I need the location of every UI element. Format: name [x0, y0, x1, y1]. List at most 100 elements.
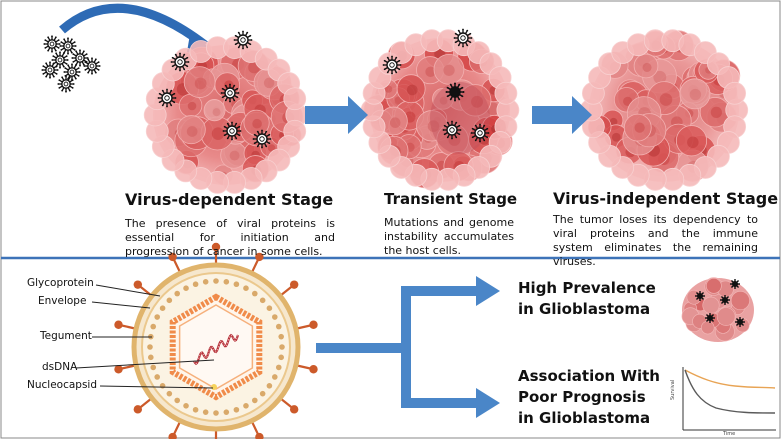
tumor-cell-nucleus	[427, 120, 440, 133]
gbm-virus-icon	[697, 293, 703, 299]
survival-curve-control	[684, 369, 776, 389]
label-tegument: Tegument	[40, 330, 92, 342]
outcome-poor-prognosis-line2: Poor Prognosis	[518, 388, 646, 406]
tegument-dot	[159, 382, 166, 389]
tegument-dot	[202, 279, 209, 285]
stage-desc-transient: Mutations and genome instability accumul…	[384, 216, 514, 257]
stage-title-virus-dependent: Virus-dependent Stage	[125, 190, 334, 209]
outcome-poor-prognosis-line3: in Glioblastoma	[518, 409, 651, 427]
label-nucleocapsid: Nucleocapsid	[27, 379, 98, 391]
tegument-dot	[192, 406, 199, 413]
tumor-cell-nucleus	[642, 62, 652, 72]
tumor-cell-nucleus	[252, 118, 262, 129]
tumor-cell-nucleus	[425, 66, 436, 78]
tegument-dot	[213, 278, 219, 284]
tumor-cell-nucleus	[443, 64, 455, 76]
gbm-cell	[702, 296, 720, 314]
tegument-dot	[278, 333, 284, 340]
tegument-dot	[233, 406, 240, 413]
tumor-cell-nucleus	[211, 127, 225, 140]
tegument-dot	[272, 374, 278, 380]
virus-particle-icon	[59, 37, 77, 55]
tegument-dot	[154, 314, 160, 320]
tegument-dot	[278, 354, 284, 361]
tumor-cell-nucleus	[689, 88, 702, 101]
outcome-poor-prognosis-line1: Association With	[518, 367, 660, 385]
stage-arrow-2	[532, 96, 592, 134]
gbm-virus-icon	[722, 297, 728, 303]
virus-particle-icon	[233, 30, 253, 50]
gbm-cell	[716, 307, 736, 326]
tegument-dot	[259, 297, 266, 304]
virus-particle-icon	[382, 55, 402, 75]
virus-particle-icon	[222, 121, 242, 141]
tumor-rim-cell	[283, 87, 307, 111]
tumor-cell-nucleus	[687, 136, 699, 149]
outcome-poor-prognosis: Association With Poor Prognosis in Gliob…	[518, 366, 660, 429]
tegument-dot	[150, 323, 157, 330]
glycoprotein-knob	[255, 432, 264, 439]
outcome-high-prevalence: High Prevalence in Glioblastoma	[518, 278, 656, 320]
dsdna-strand-highlight	[193, 334, 239, 365]
outcome-high-prevalence-line1: High Prevalence	[518, 279, 656, 297]
glioblastoma-tumor-icon	[681, 277, 754, 342]
tumor-cell-nucleus	[389, 117, 401, 129]
virus-particle-icon	[442, 120, 462, 140]
tegument-dot	[174, 290, 181, 297]
tegument-dot	[223, 409, 230, 415]
tegument-dot	[202, 409, 209, 415]
survival-xlabel: Time	[723, 431, 736, 437]
survival-chart	[682, 367, 776, 431]
glycoprotein-knob	[211, 242, 221, 252]
tumor-cell-nucleus	[439, 96, 448, 105]
tumor-rim-cell	[723, 81, 747, 105]
tumor-cell-nucleus	[229, 150, 240, 161]
tegument-dot	[166, 297, 173, 304]
virus-particle-icon	[453, 28, 473, 48]
glycoprotein-knob	[289, 280, 299, 289]
free-virus-cluster	[41, 35, 101, 93]
virus-particle-icon	[445, 82, 465, 102]
glycoprotein-knob	[168, 252, 177, 262]
tegument-dot	[251, 397, 258, 404]
tegument-dot	[148, 354, 154, 361]
tegument-dot	[150, 364, 157, 371]
virus-particle-icon	[170, 52, 190, 72]
gbm-cell	[701, 320, 715, 335]
tegument-dot	[266, 382, 273, 389]
tegument-dot	[233, 281, 240, 288]
tumor-cell-nucleus	[187, 101, 197, 111]
gbm-cell	[730, 291, 750, 311]
glycoprotein-knob	[309, 320, 318, 329]
label-glycoprotein: Glycoprotein	[27, 277, 94, 289]
tegument-dot	[279, 344, 285, 350]
tumor-cell-nucleus	[267, 144, 276, 152]
glycoprotein-knob	[114, 365, 123, 374]
outcome-high-prevalence-line2: in Glioblastoma	[518, 300, 651, 318]
stage-desc-virus-dependent: The presence of viral proteins is essent…	[125, 217, 335, 258]
virus-particle-icon	[63, 63, 81, 81]
virus-particle-icon	[57, 75, 75, 93]
tumor-cell-nucleus	[653, 70, 667, 84]
tegument-dot	[251, 290, 258, 297]
glycoprotein-knob	[168, 432, 177, 439]
tegument-dot	[275, 323, 282, 330]
virus-particle-icon	[41, 61, 59, 79]
tegument-dot	[166, 390, 173, 397]
gbm-virus-icon	[707, 315, 713, 321]
glycoprotein-knob	[133, 405, 143, 414]
tumor-cell-nucleus	[263, 77, 275, 89]
tumor-virus-dependent	[143, 30, 309, 194]
tegument-dot	[275, 364, 282, 371]
survival-ylabel: Survival	[670, 379, 676, 400]
virus-particle-icon	[43, 35, 61, 53]
tegument-dot	[259, 390, 266, 397]
tumor-cell-nucleus	[385, 85, 393, 93]
stage-title-transient: Transient Stage	[384, 190, 518, 208]
tumor-transient	[360, 28, 520, 191]
tegument-dot	[192, 281, 199, 288]
virus-particle-icon	[220, 83, 240, 103]
